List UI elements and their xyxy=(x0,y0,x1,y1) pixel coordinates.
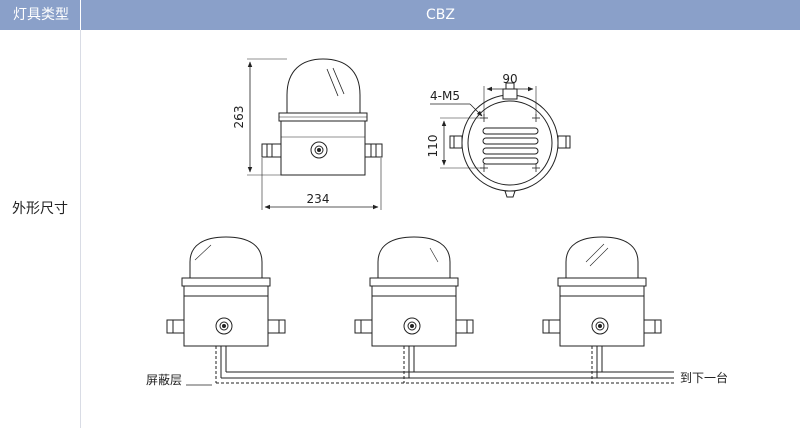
table-body xyxy=(0,30,800,428)
dim-top-width-label: 90 xyxy=(502,72,517,86)
header-divider xyxy=(80,0,81,30)
lamp-unit-3 xyxy=(542,236,662,347)
column-divider xyxy=(80,30,81,428)
model-header: CBZ xyxy=(426,7,455,23)
next-unit-label: 到下一台 xyxy=(680,370,728,385)
table-header: 灯具类型 CBZ xyxy=(0,0,800,30)
top-plan-view xyxy=(430,82,571,198)
bolt-spec-label: 4-M5 xyxy=(430,89,460,103)
shield-label: 屏蔽层 xyxy=(146,373,182,387)
lamp-unit-1 xyxy=(166,236,286,347)
dim-height-label: 263 xyxy=(232,106,246,129)
lamp-type-header: 灯具类型 xyxy=(13,7,69,23)
dim-side-label: 110 xyxy=(426,135,440,158)
wiring xyxy=(186,346,674,386)
front-elevation-view xyxy=(247,58,383,210)
dim-width-label: 234 xyxy=(307,192,330,206)
dimensions-label: 外形尺寸 xyxy=(12,201,68,217)
lamp-unit-2 xyxy=(354,236,474,347)
